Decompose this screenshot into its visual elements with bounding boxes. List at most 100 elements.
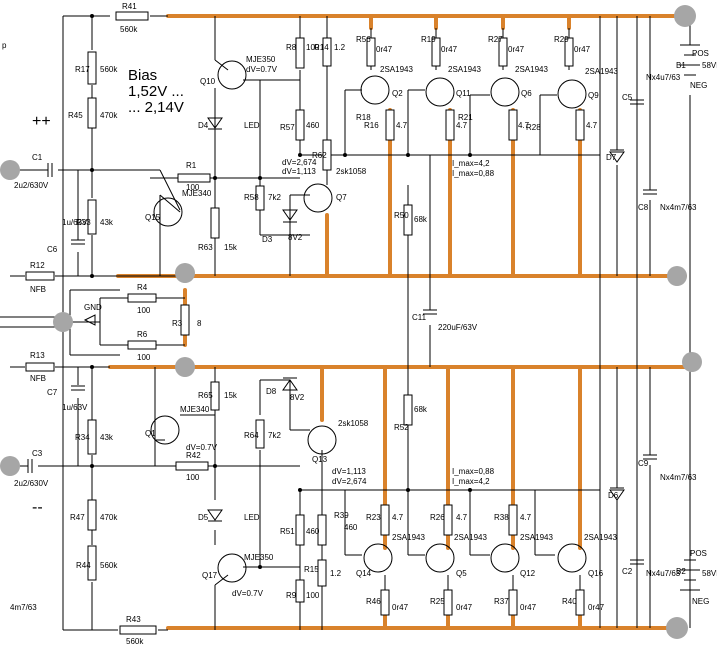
label-r58: R58: [244, 193, 259, 202]
label-dv1: dV=2,674: [282, 158, 317, 167]
label-d8v: 8V2: [290, 393, 305, 402]
label-q10: Q10: [200, 77, 216, 86]
label-r15: R15: [304, 565, 319, 574]
label-q17d: dV=0.7V: [232, 589, 264, 598]
label-c3v: 2u2/630V: [14, 479, 49, 488]
label-r1: R1: [186, 161, 197, 170]
label-q17: Q17: [202, 571, 218, 580]
label-q12: Q12: [520, 569, 536, 578]
label-r14: R14: [314, 43, 329, 52]
label-r6: R6: [137, 330, 148, 339]
negative-supply-mark: --: [32, 499, 43, 516]
label-r3v: 8: [197, 319, 202, 328]
label-r63v: 15k: [224, 243, 238, 252]
label-r39: R39: [334, 511, 349, 520]
label-r62v: 1.2: [334, 43, 346, 52]
label-r15v: 1.2: [330, 569, 342, 578]
label-r27: R27: [488, 35, 503, 44]
label-q12p: 2SA1943: [520, 533, 553, 542]
capacitors: [27, 44, 700, 591]
label-c9v: Nx4m7/63: [660, 473, 697, 482]
label-r56: R56: [356, 35, 371, 44]
label-r47v: 470k: [100, 513, 118, 522]
label-d5: D5: [198, 513, 209, 522]
label-c1v: 2u2/630V: [14, 181, 49, 190]
label-r42: R42: [186, 451, 201, 460]
label-r26v: 4.7: [456, 513, 468, 522]
label-q10p: MJE350: [246, 55, 276, 64]
label-b1v: 58VDC: [702, 61, 717, 70]
label-d7: D7: [606, 153, 617, 162]
label-c1: C1: [32, 153, 43, 162]
label-r63: R63: [198, 243, 213, 252]
label-dv2: dV=1,113: [282, 167, 316, 176]
label-r16: R16: [364, 121, 379, 130]
label-c7: C7: [47, 388, 58, 397]
label-r18: R18: [356, 113, 371, 122]
label-r19: R19: [421, 35, 436, 44]
label-r38v: 4.7: [520, 513, 532, 522]
label-q1d: dV=0.7V: [186, 443, 218, 452]
label-q9: Q9: [588, 91, 599, 100]
label-r40v: 0r47: [588, 603, 605, 612]
label-r57: R57: [280, 123, 295, 132]
edge-mark: p: [2, 41, 7, 50]
label-r25: R25: [430, 597, 445, 606]
junctions: [90, 14, 472, 569]
resistors: [25, 11, 585, 635]
label-r19v: 0r47: [441, 45, 458, 54]
label-r39v: 460: [344, 523, 358, 532]
label-d6: D6: [608, 491, 619, 500]
label-r28v: 4.7: [586, 121, 598, 130]
label-imax2: I_max=0,88: [452, 467, 495, 476]
label-r34v: 43k: [100, 433, 114, 442]
label-r13: R13: [30, 351, 45, 360]
label-q6p: 2SA1943: [515, 65, 548, 74]
label-q2: Q2: [392, 89, 403, 98]
label-r21v: 4.7: [518, 121, 530, 130]
label-c6v: 1u/63V: [62, 218, 88, 227]
label-c3: C3: [32, 449, 43, 458]
label-q15: Q15: [145, 213, 161, 222]
label-r13v: NFB: [30, 374, 46, 383]
label-r21: R21: [458, 113, 473, 122]
label-r3: R3: [172, 319, 183, 328]
label-r33v: 43k: [100, 218, 114, 227]
diodes: [83, 117, 625, 522]
label-q1: Q1: [145, 429, 156, 438]
component-labels: R41 560k R17 560k R45 470k C1 2u2/630V R…: [10, 2, 717, 646]
label-c2v: Nx4u7/63: [646, 569, 681, 578]
label-r28: R28: [526, 123, 541, 132]
bias-annotation: Bias 1,52V ... ... 2,14V: [128, 67, 184, 116]
label-q17p: MJE350: [244, 553, 274, 562]
label-q14p: 2SA1943: [392, 533, 425, 542]
label-b2v: 58VDC: [702, 569, 717, 578]
label-q6: Q6: [521, 89, 532, 98]
label-r62: R62: [312, 151, 327, 160]
label-r8: R8: [286, 43, 297, 52]
label-r57v: 460: [306, 121, 320, 130]
label-r51v: 460: [306, 527, 320, 536]
label-r42v: 100: [186, 473, 200, 482]
label-imax1: I_max=4,2: [452, 159, 490, 168]
label-d8: D8: [266, 387, 277, 396]
label-r37: R37: [494, 597, 509, 606]
label-r44v: 560k: [100, 561, 118, 570]
label-c4v: 4m7/63: [10, 603, 37, 612]
label-q13p: 2sk1058: [338, 419, 369, 428]
label-r12: R12: [30, 261, 45, 270]
label-r18v: 4.7: [456, 121, 468, 130]
label-r16v: 4.7: [396, 121, 408, 130]
label-q11: Q11: [456, 89, 471, 98]
label-r12v: NFB: [30, 285, 46, 294]
label-r46: R46: [366, 597, 381, 606]
label-c6: C6: [47, 245, 58, 254]
label-r9: R9: [286, 591, 297, 600]
label-q5: Q5: [456, 569, 467, 578]
label-r52: R52: [394, 423, 409, 432]
label-r45v: 470k: [100, 111, 118, 120]
label-r50v: 68k: [414, 215, 428, 224]
label-d3: D3: [262, 235, 273, 244]
label-r38: R38: [494, 513, 509, 522]
